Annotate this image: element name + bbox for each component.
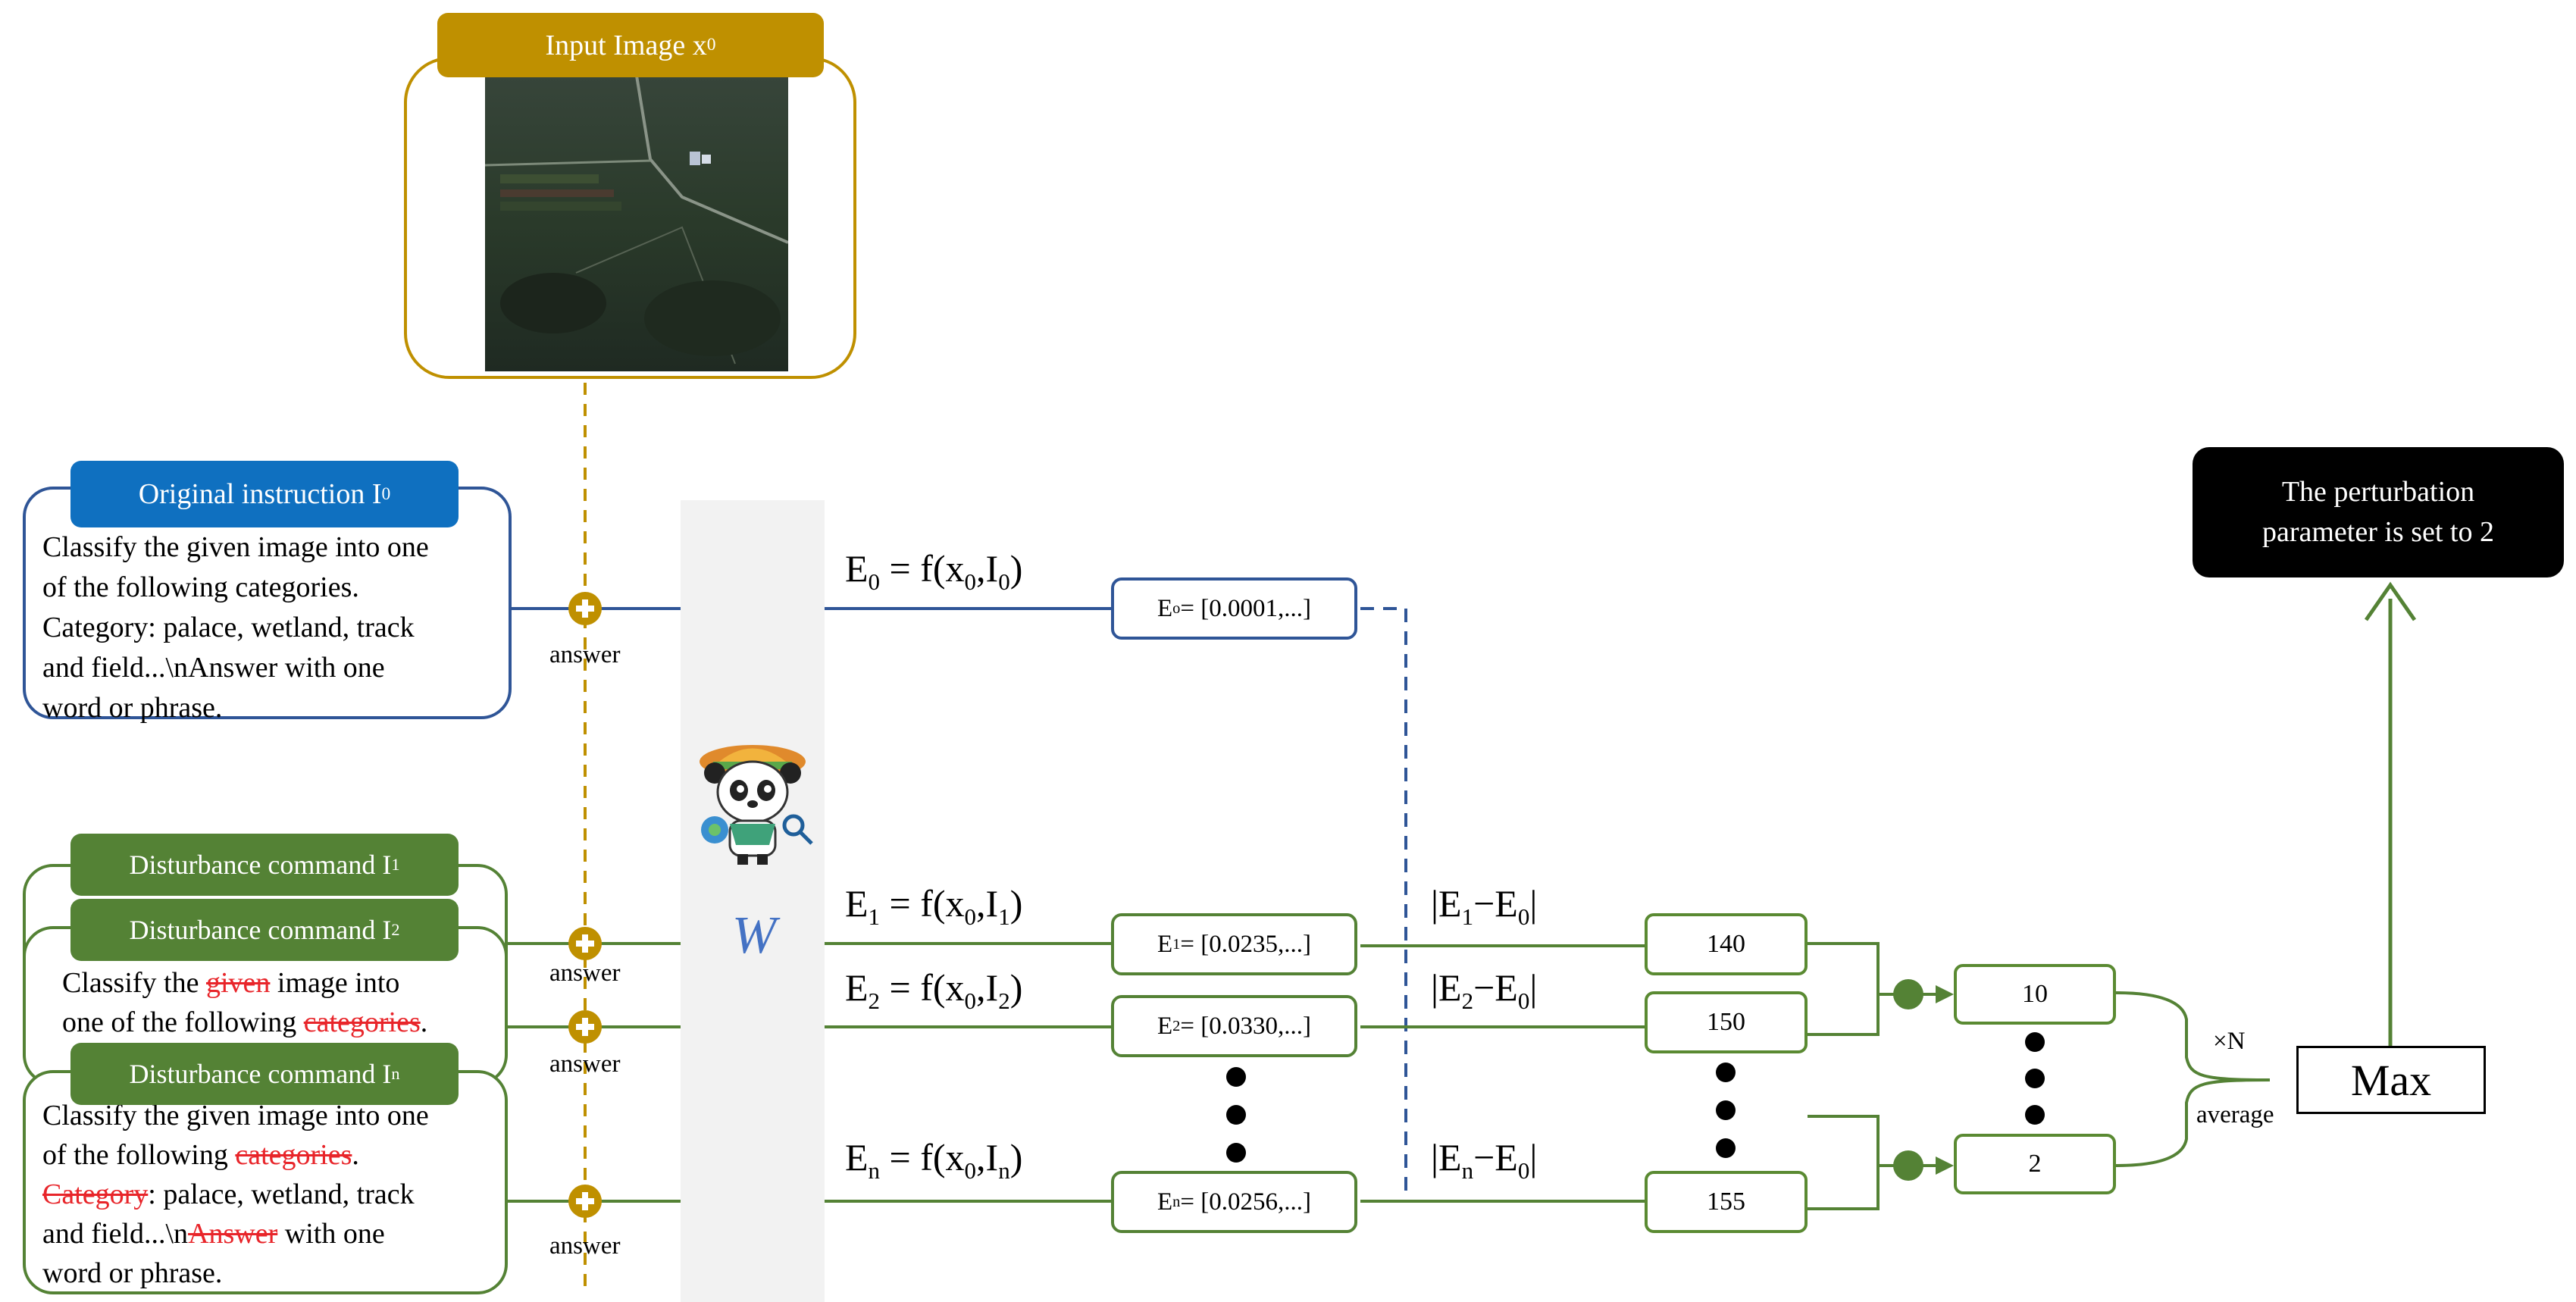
ellipsis-dot: [1716, 1063, 1736, 1082]
ellipsis-dot: [1716, 1138, 1736, 1158]
count-box-2: 150: [1645, 991, 1808, 1053]
diff-2: |E2−E0|: [1431, 966, 1538, 1014]
model-weights-symbol: W: [731, 906, 777, 965]
pooled-box-1: 10: [1954, 964, 2116, 1025]
times-n-label: ×N: [2213, 1028, 2246, 1055]
diff-1: |E1−E0|: [1431, 882, 1538, 930]
e0-dashed-route: [1360, 607, 1407, 1201]
panda-mascot-icon: [684, 731, 821, 868]
plus-icon: [568, 1010, 602, 1044]
answer-label: answer: [549, 1232, 621, 1260]
model-column: [681, 500, 825, 1302]
ellipsis-dot: [1226, 1105, 1246, 1125]
pooled-box-2: 2: [1954, 1134, 2116, 1194]
bracket-top: [1808, 942, 1880, 1036]
plus-icon: [568, 1185, 602, 1218]
equation-e0: E0 = f(x0,I0): [845, 547, 1023, 595]
ellipsis-dot: [1716, 1100, 1736, 1120]
diff-n: |En−E0|: [1431, 1136, 1538, 1184]
equation-en: En = f(x0,In): [845, 1136, 1023, 1184]
ellipsis-dot: [2025, 1032, 2045, 1052]
satellite-image: [485, 76, 788, 371]
plus-icon: [568, 592, 602, 625]
answer-label: answer: [549, 641, 621, 668]
ellipsis-dot: [2025, 1105, 2045, 1125]
ellipsis-dot: [2025, 1069, 2045, 1088]
ellipsis-dot: [1226, 1067, 1246, 1087]
result-line-2: parameter is set to 2: [2261, 516, 2494, 548]
ellipsis-dot: [1226, 1143, 1246, 1163]
equation-e2: E2 = f(x0,I2): [845, 966, 1023, 1014]
result-box: The perturbation parameter is set to 2: [2193, 447, 2564, 577]
answer-label: answer: [549, 959, 621, 987]
pool-brace-bottom: [2115, 1078, 2271, 1167]
plus-icon: [568, 927, 602, 960]
pool-brace-top: [2115, 991, 2271, 1081]
average-label: average: [2196, 1101, 2274, 1128]
count-box-1: 140: [1645, 913, 1808, 975]
bracket-bottom: [1808, 1115, 1880, 1210]
count-box-n: 155: [1645, 1171, 1808, 1233]
result-line-1: The perturbation: [2281, 476, 2475, 508]
equation-e1: E1 = f(x0,I1): [845, 882, 1023, 930]
merge-node-top: [1893, 979, 1923, 1009]
answer-label: answer: [549, 1050, 621, 1078]
merge-node-bottom: [1893, 1150, 1923, 1181]
max-box: Max: [2296, 1046, 2486, 1114]
